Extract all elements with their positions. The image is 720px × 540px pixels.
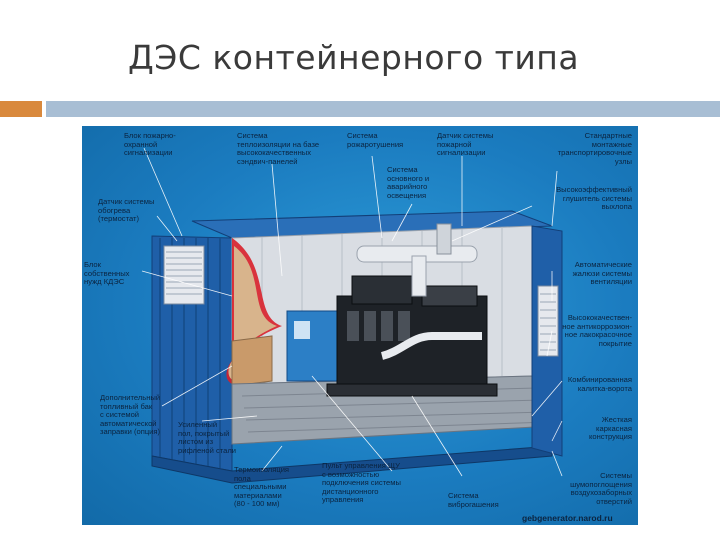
label-heater-sensor: Датчик системы обогрева (термостат) bbox=[98, 197, 155, 224]
label-fire-sensor: Датчик системы пожарной сигнализации bbox=[437, 131, 494, 158]
slide-title: ДЭС контейнерного типа bbox=[128, 38, 580, 77]
label-control-panel: Пульт управления ЩУ с возможностью подкл… bbox=[322, 461, 401, 505]
label-noise-absorption: Системы шумопоглощения воздухозаборных о… bbox=[570, 471, 632, 506]
title-rule-bar bbox=[46, 101, 720, 117]
label-floor: Усиленный пол, покрытый листом из рифлен… bbox=[178, 420, 237, 455]
label-fire-extinguishing: Система pожаротушения bbox=[347, 131, 404, 149]
label-floor-insulation: Термоизоляция пола специальными материал… bbox=[234, 465, 290, 509]
label-standard-corners: Стандартные монтажные транспортировочные… bbox=[557, 131, 632, 166]
container-genset-cutaway-figure: Блок пожарно- охранной сигнализации Сист… bbox=[82, 126, 638, 525]
label-own-needs-block: Блок собственных нужд КДЭС bbox=[84, 260, 130, 287]
label-ventilation-louvers: Автоматические жалюзи системы вентиляции bbox=[572, 260, 632, 287]
container-illustration bbox=[141, 147, 563, 484]
label-silencer: Высокоэффективный глушитель системы выхл… bbox=[556, 185, 632, 212]
title-accent-bar bbox=[0, 101, 42, 117]
label-alarm-block: Блок пожарно- охранной сигнализации bbox=[124, 131, 176, 158]
label-coating: Высококачествен- ное антикоррозион- ное … bbox=[562, 313, 632, 348]
label-emergency-lighting: Система основного и аварийного освещения bbox=[387, 165, 430, 200]
label-vibration-dampers: Система виброгашения bbox=[448, 491, 499, 509]
label-door: Комбинированная калитка-ворота bbox=[567, 375, 632, 393]
label-fuel-tank: Дополнительный топливный бак с системой … bbox=[100, 393, 161, 437]
label-frame: Жесткая каркасная конструкция bbox=[588, 415, 632, 442]
image-credit: gebgenerator.narod.ru bbox=[522, 513, 613, 523]
label-insulation: Система теплоизоляции на базе высококаче… bbox=[237, 131, 320, 166]
